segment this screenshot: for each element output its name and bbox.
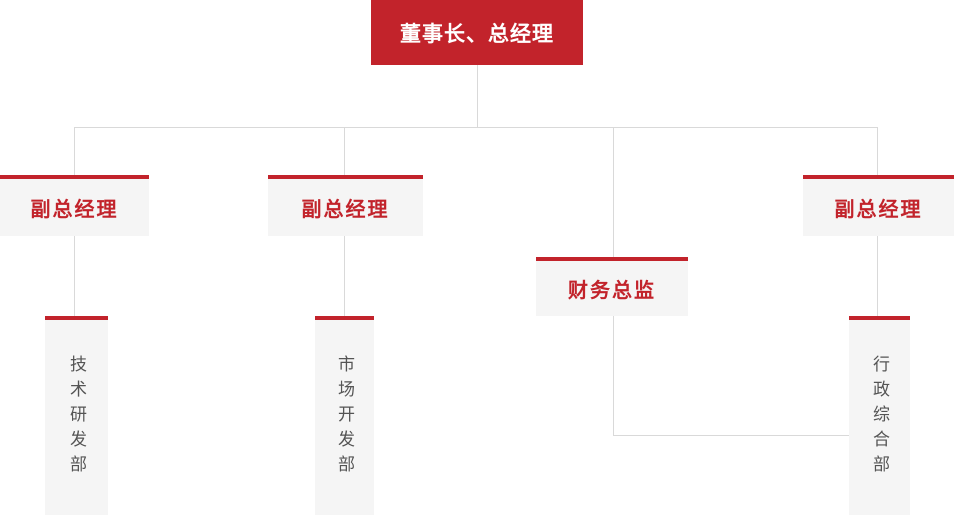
- node-deputy-general-manager-3: 副总经理: [803, 175, 954, 236]
- node-label: 技术研发部: [67, 355, 86, 480]
- node-label: 行政综合部: [870, 355, 889, 480]
- connector-finance-director-down: [613, 316, 614, 436]
- node-admin-general-department: 行政综合部: [849, 316, 910, 515]
- connector-drop-manager-2: [344, 127, 345, 176]
- node-label: 副总经理: [301, 199, 390, 221]
- connector-finance-director-to-admin-dept: [613, 435, 849, 436]
- node-label: 副总经理: [834, 199, 923, 221]
- node-tech-rd-department: 技术研发部: [45, 316, 108, 515]
- node-market-development-department: 市场开发部: [315, 316, 374, 515]
- node-chairman-general-manager: 董事长、总经理: [371, 0, 583, 65]
- node-label: 副总经理: [30, 199, 119, 221]
- connector-manager1-to-tech-dept: [74, 236, 75, 317]
- node-label: 财务总监: [568, 280, 656, 302]
- node-label: 市场开发部: [335, 355, 354, 480]
- node-deputy-general-manager-2: 副总经理: [268, 175, 423, 236]
- connector-manager2-to-market-dept: [344, 236, 345, 317]
- node-finance-director: 财务总监: [536, 257, 688, 316]
- connector-drop-finance-director: [613, 127, 614, 258]
- connector-root-drop: [477, 64, 478, 128]
- node-deputy-general-manager-1: 副总经理: [0, 175, 149, 236]
- connector-main-horizontal: [74, 127, 878, 128]
- connector-drop-manager-1: [74, 127, 75, 176]
- connector-manager3-to-admin-dept: [877, 236, 878, 316]
- node-label: 董事长、总经理: [400, 22, 554, 46]
- connector-drop-manager-3: [877, 127, 878, 176]
